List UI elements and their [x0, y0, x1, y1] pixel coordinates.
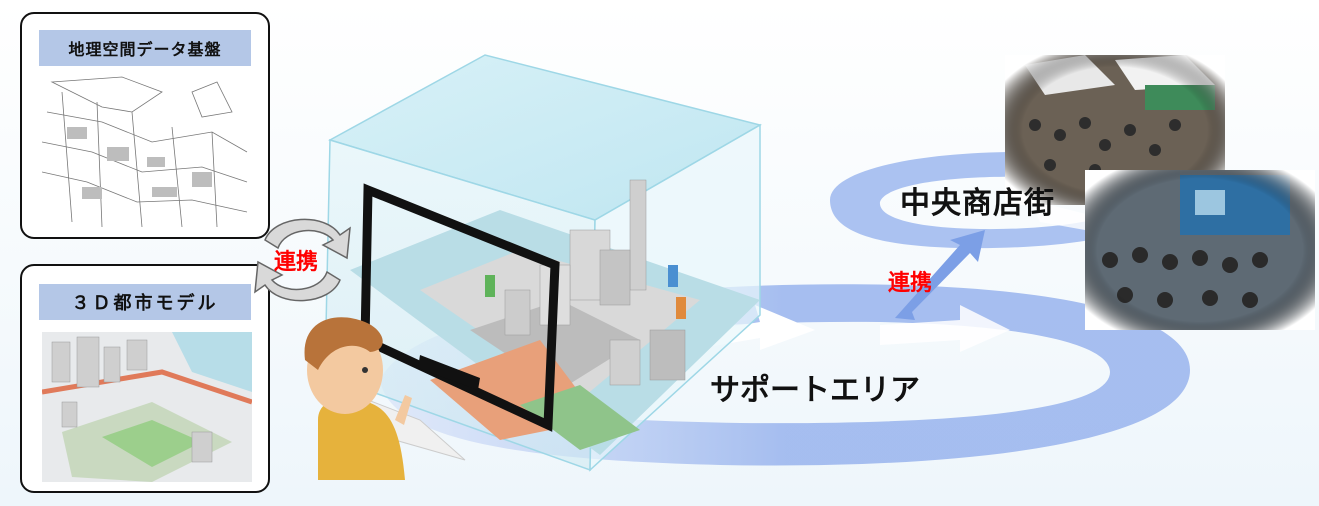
geo-data-title: 地理空間データ基盤	[39, 30, 251, 66]
event-hall-photo	[1085, 170, 1315, 330]
renkei-left-label: 連携	[274, 250, 319, 275]
line-map-image	[42, 72, 252, 232]
cycle-arrows-icon	[254, 218, 351, 302]
geo-data-panel: 地理空間データ基盤	[20, 12, 270, 239]
central-shopping-label: 中央商店街	[900, 186, 1055, 221]
city-model-title: ３Ｄ都市モデル	[39, 284, 251, 320]
renkei-right-label: 連携	[888, 271, 933, 296]
city-model-panel: ３Ｄ都市モデル	[20, 264, 270, 493]
support-area-label: サポートエリア	[710, 373, 920, 408]
city-model-image	[42, 332, 252, 482]
